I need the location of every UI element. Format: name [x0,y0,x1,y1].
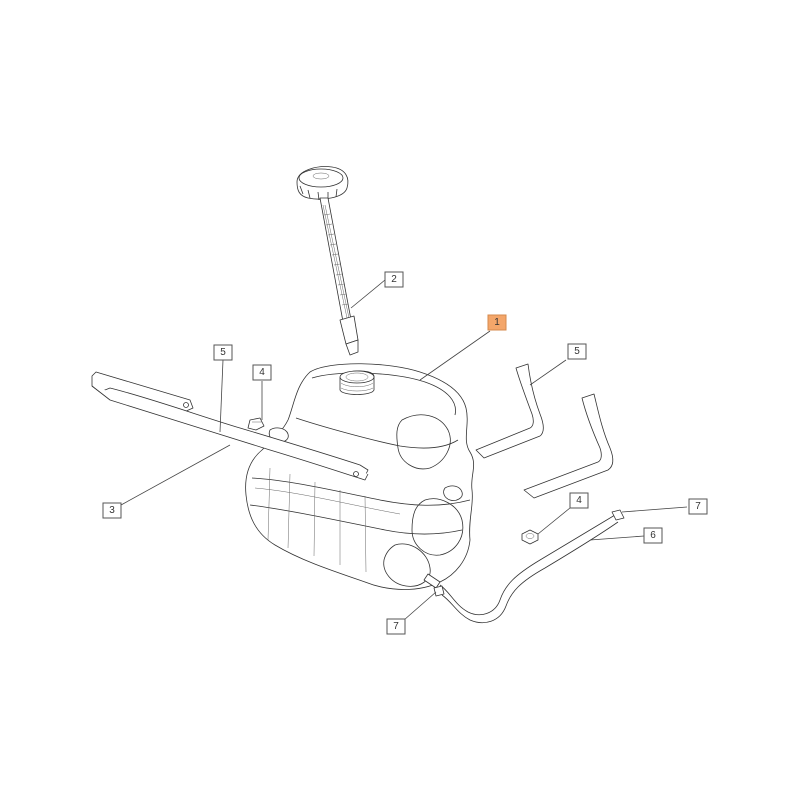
nut-right [521,529,539,545]
fuel-cap-dipstick [296,166,359,356]
callout-3-text: 3 [109,505,115,516]
callout-6[interactable]: 6 [643,527,663,544]
callout-2[interactable]: 2 [384,271,404,288]
callout-6-text: 6 [650,530,656,541]
callout-5-right-text: 5 [574,346,580,357]
callout-4-right-text: 4 [576,495,582,506]
callout-1[interactable]: 1 [487,314,507,331]
callout-7-right[interactable]: 7 [688,498,708,515]
callout-1-text: 1 [494,317,500,328]
callout-7-left[interactable]: 7 [386,618,406,635]
leader-lines [120,279,688,621]
callout-5-right[interactable]: 5 [567,343,587,360]
callout-7-right-text: 7 [695,501,701,512]
callout-5-left[interactable]: 5 [213,344,233,361]
fuel-hose [439,514,619,623]
callout-5-left-text: 5 [220,347,226,358]
callout-4-right[interactable]: 4 [569,492,589,509]
bolt-left [247,417,265,431]
callout-3[interactable]: 3 [102,502,122,519]
tank-strap-left [91,371,369,481]
callout-2-text: 2 [391,274,397,285]
callout-7-left-text: 7 [393,621,399,632]
callout-4-left-text: 4 [259,367,265,378]
hose-clip-left [433,585,445,597]
hose-clip-right [611,509,625,521]
tank-straps-right [475,363,614,499]
callout-4-left[interactable]: 4 [252,364,272,381]
